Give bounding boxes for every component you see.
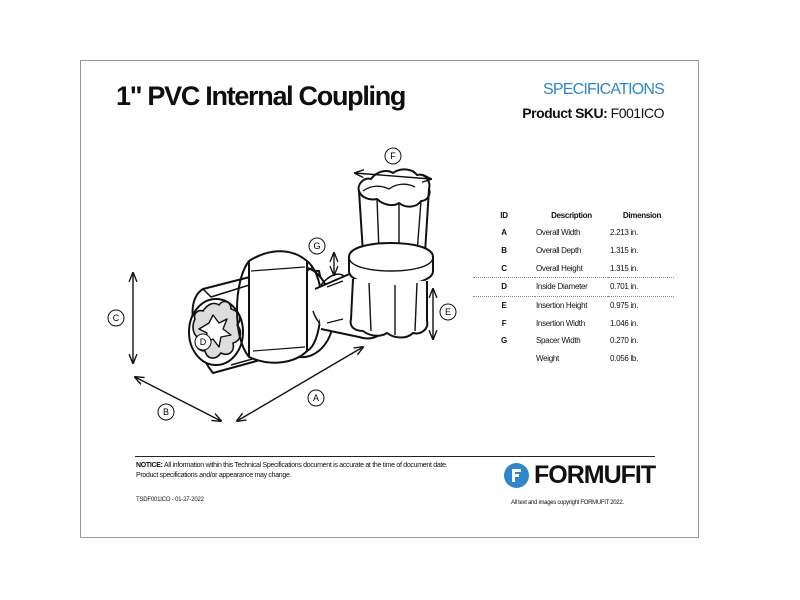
- specifications-table: ID Description Dimension A Overall Width…: [473, 207, 674, 368]
- table-row: D Inside Diameter 0.701 in.: [473, 277, 674, 297]
- row-id: B: [501, 246, 507, 256]
- label-b-text: B: [163, 407, 169, 417]
- row-description: Spacer Width: [536, 336, 581, 346]
- row-id: [473, 350, 535, 368]
- label-g-text: G: [313, 241, 320, 251]
- header-id: ID: [500, 211, 508, 220]
- table-row: B Overall Depth 1.315 in.: [473, 242, 674, 260]
- formufit-f-logo-icon: [504, 462, 529, 488]
- row-id: D: [473, 277, 535, 297]
- footer-divider: [135, 456, 655, 457]
- dimension-label-a: A: [307, 389, 325, 407]
- header-dimension: Dimension: [622, 211, 662, 220]
- coupling-vertical-illustration: [348, 168, 434, 339]
- row-id: C: [501, 263, 507, 273]
- notice-body: All information within this Technical Sp…: [136, 462, 448, 479]
- row-dimension: 1.315 in.: [610, 263, 638, 273]
- row-id: E: [501, 301, 507, 311]
- document-id: TSDF001ICO - 01-27-2022: [136, 497, 204, 503]
- label-f-text: F: [390, 151, 396, 161]
- row-dimension: 2.213 in.: [610, 228, 638, 238]
- label-e-text: E: [445, 307, 451, 317]
- dimension-label-d: D: [194, 333, 212, 351]
- table-row: Weight 0.056 lb.: [473, 350, 674, 368]
- technical-drawing: F G E C D B A: [107, 147, 457, 539]
- label-c-text: C: [113, 313, 120, 323]
- notice-label: NOTICE:: [136, 462, 163, 469]
- label-d-text: D: [200, 337, 207, 347]
- dimension-lines: [133, 173, 433, 421]
- row-description: Overall Width: [536, 228, 581, 238]
- table-header-row: ID Description Dimension: [473, 207, 674, 224]
- dimension-label-e: E: [439, 303, 457, 321]
- specifications-label: SPECIFICATIONS: [543, 81, 665, 98]
- dimension-label-g: G: [308, 237, 326, 255]
- copyright-text: All text and images copyright FORMUFIT 2…: [511, 500, 624, 506]
- table-row: E Insertion Height 0.975 in.: [473, 296, 674, 314]
- sku-label: Product SKU:: [522, 105, 608, 121]
- table-row: A Overall Width 2.213 in.: [473, 224, 674, 242]
- row-description: Insertion Width: [536, 318, 585, 328]
- row-id: G: [501, 336, 507, 346]
- row-id: A: [501, 228, 507, 238]
- row-description: Inside Diameter: [535, 277, 608, 297]
- row-description: Weight: [536, 354, 559, 364]
- dimension-label-b: B: [157, 403, 175, 421]
- product-sku: Product SKU: F001ICO: [522, 105, 664, 121]
- row-description: Overall Height: [536, 263, 583, 273]
- row-dimension: 1.046 in.: [610, 318, 638, 328]
- spec-sheet: 1" PVC Internal Coupling SPECIFICATIONS …: [80, 60, 699, 538]
- header-description: Description: [551, 211, 592, 220]
- label-a-text: A: [313, 393, 319, 403]
- row-description: Overall Depth: [536, 246, 582, 256]
- row-id: F: [501, 318, 507, 328]
- dimension-label-f: F: [384, 147, 402, 165]
- brand-logo: FORMUFIT: [504, 459, 656, 491]
- dimension-label-c: C: [107, 309, 125, 327]
- table-row: C Overall Height 1.315 in.: [473, 259, 674, 277]
- table-row: G Spacer Width 0.270 in.: [473, 332, 674, 350]
- sku-value: F001ICO: [607, 105, 665, 121]
- row-dimension: 0.056 lb.: [610, 354, 638, 364]
- row-dimension: 0.270 in.: [610, 336, 638, 346]
- row-dimension: 0.701 in.: [608, 277, 674, 297]
- row-description: Insertion Height: [536, 301, 588, 311]
- notice-text: NOTICE: All information within this Tech…: [136, 461, 466, 480]
- page-title: 1" PVC Internal Coupling: [116, 81, 406, 111]
- table-row: F Insertion Width 1.046 in.: [473, 314, 674, 332]
- brand-name: FORMUFIT: [534, 460, 656, 489]
- row-dimension: 0.975 in.: [610, 301, 638, 311]
- row-dimension: 1.315 in.: [610, 246, 638, 256]
